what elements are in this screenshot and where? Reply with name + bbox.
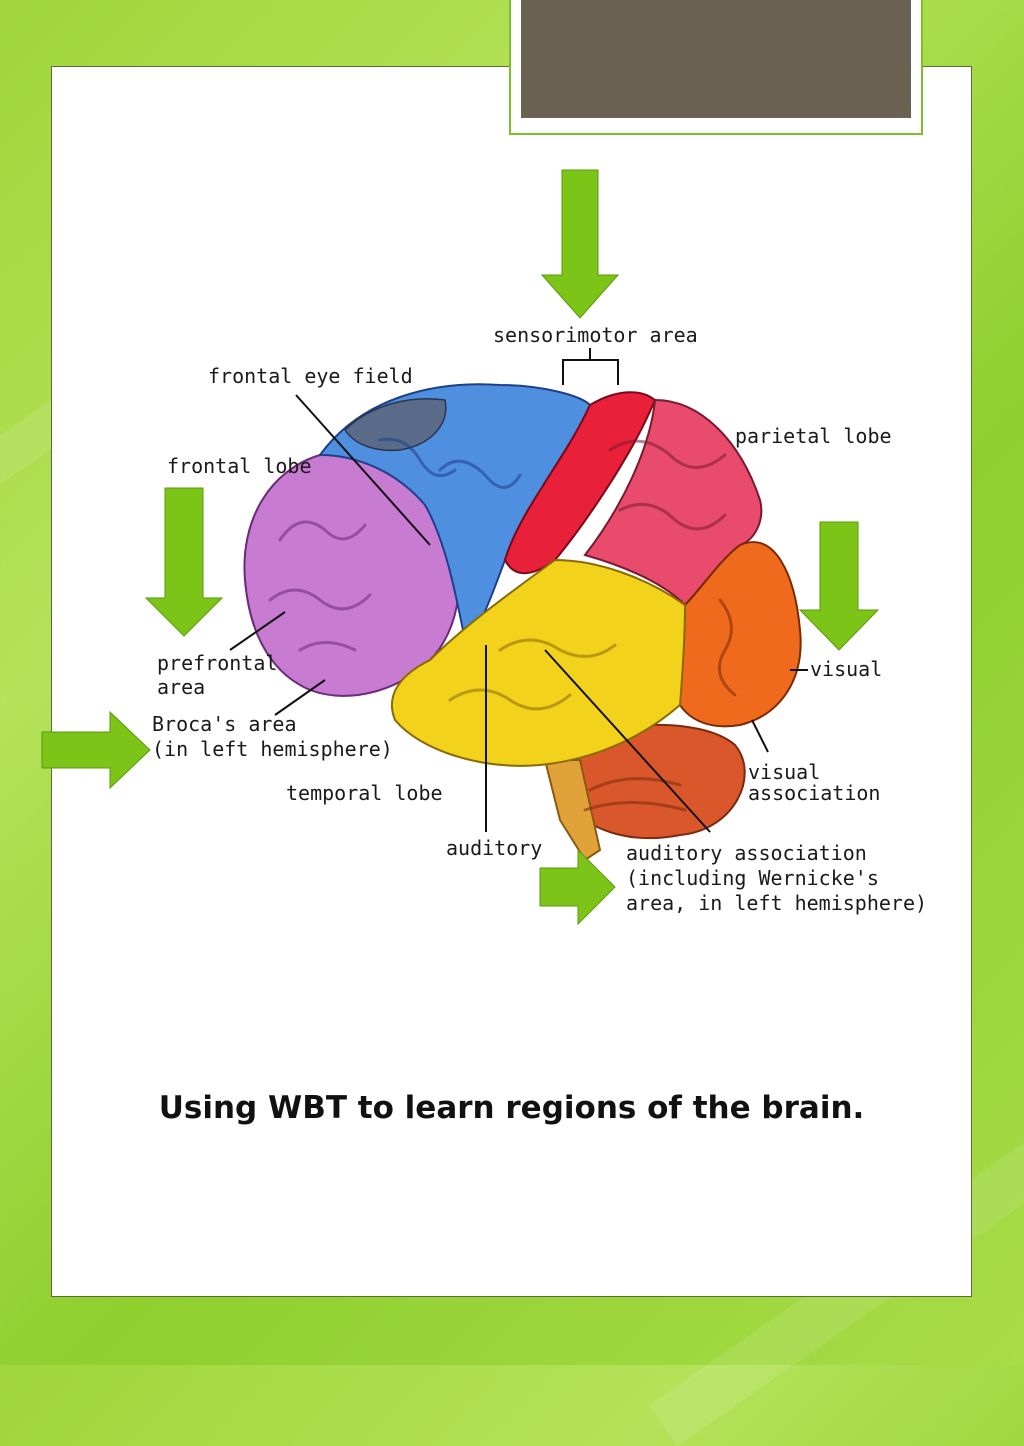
sensorimotor-bracket: [562, 359, 619, 385]
brain-illustration: [243, 383, 802, 862]
arrow-right-broca: [41, 710, 151, 790]
label-broca-line2: (in left hemisphere): [152, 737, 393, 761]
arrow-down-prefrontal: [144, 487, 224, 637]
diagram-labels: sensorimotor area frontal eye field pari…: [152, 323, 927, 915]
label-parietal-lobe: parietal lobe: [735, 424, 892, 448]
leader-lines: [229, 348, 808, 833]
title-placeholder-tab: [509, 0, 923, 135]
title-placeholder-box: [521, 0, 911, 118]
label-prefrontal-line2: area: [157, 675, 205, 699]
frontal-eye-field-leader: [295, 394, 431, 546]
label-visual-association-line1: visual: [748, 760, 820, 784]
visual-association-leader: [751, 719, 769, 753]
label-auditory: auditory: [446, 836, 542, 860]
arrow-right-wernicke: [539, 848, 616, 926]
label-visual-association-line2: association: [748, 781, 880, 805]
slide-caption: Using WBT to learn regions of the brain.: [158, 1090, 865, 1126]
broca-leader: [274, 679, 326, 716]
label-auditory-association-line3: area, in left hemisphere): [626, 891, 927, 915]
label-visual: visual: [810, 657, 882, 681]
label-sensorimotor-area: sensorimotor area: [493, 323, 698, 347]
brain-diagram: sensorimotor area frontal eye field pari…: [41, 169, 927, 926]
prefrontal-leader: [229, 611, 286, 651]
label-auditory-association-line2: (including Wernicke's: [626, 866, 879, 890]
auditory-association-leader: [544, 649, 711, 833]
frontal-eye-field-region: [344, 398, 447, 452]
gyri-texture: [268, 437, 737, 812]
arrow-down-visual: [798, 521, 880, 651]
arrows: [41, 169, 880, 926]
label-broca-line1: Broca's area: [152, 712, 297, 736]
label-auditory-association-line1: auditory association: [626, 841, 867, 865]
label-prefrontal-line1: prefrontal: [157, 651, 277, 675]
arrow-down-sensorimotor: [540, 169, 620, 319]
occipital-lobe-region: [678, 541, 802, 728]
label-frontal-lobe: frontal lobe: [167, 454, 312, 478]
temporal-lobe-region: [390, 558, 687, 767]
label-frontal-eye-field: frontal eye field: [208, 364, 413, 388]
label-temporal-lobe: temporal lobe: [286, 781, 443, 805]
